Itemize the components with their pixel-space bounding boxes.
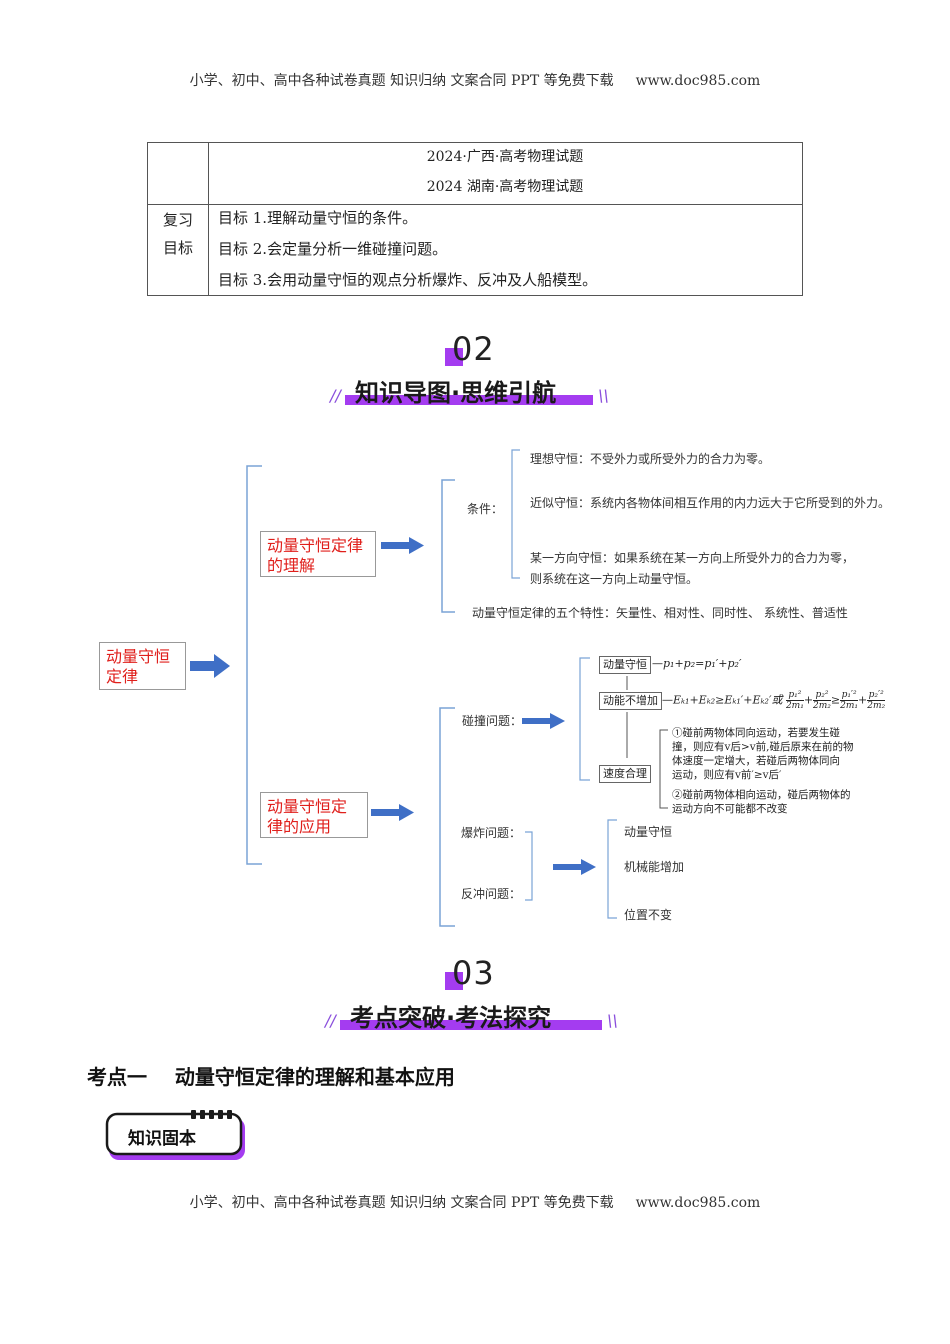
explosion-item-momentum: 动量守恒 [624,825,673,839]
footer-url: www.doc985.com [635,1195,761,1211]
conditions-label: 条件： [467,502,504,516]
section2-banner-bar [345,395,593,405]
five-properties: 动量守恒定律的五个特性：矢量性、相对性、同时性、 系统性、普适性 [472,606,848,620]
header-left-text: 小学、初中、高中各种试卷真题 知识归纳 文案合同 PPT 等免费下载 [189,73,614,89]
arrow-application-icon [371,804,414,821]
collision-label: 碰撞问题： [462,714,523,728]
explosion-label: 爆炸问题： [461,826,522,840]
review-label-1: 复习 [162,211,193,229]
section2-title: 知识导图·思维引航 [355,379,557,407]
badge-frame [105,1110,245,1160]
section3-number-accent [445,972,463,990]
understanding-node: 动量守恒定律的理解 [260,531,376,577]
arrow-collision-icon [522,713,565,729]
section3-number: 03 [452,954,495,992]
topic-heading: 考点一 动量守恒定律的理解和基本应用 [87,1065,455,1089]
collision-box-speed: 速度合理 [599,765,651,783]
condition-direction-1: 某一方向守恒：如果系统在某一方向上所受外力的合力为零， [530,551,855,565]
goal-3: 目标 3.会用动量守恒的观点分析爆炸、反冲及人船模型。 [218,271,598,289]
collision-box-energy: 动能不增加 [599,692,662,710]
slash-left-icon: // [330,386,341,405]
explosion-item-energy: 机械能增加 [624,860,685,874]
condition-approx: 近似守恒：系统内各物体间相互作用的内力远大于它所受到的外力。 [530,496,891,510]
formula-momentum: —p₁+p₂=p₁′+p₂′ [652,657,742,670]
header-url: www.doc985.com [635,73,761,89]
review-goals-table: 2024·广西·高考物理试题 2024 湖南·高考物理试题 复习 目标 目标 1… [147,142,803,296]
badge-ring-icons [191,1110,232,1119]
condition-ideal: 理想守恒：不受外力或所受外力的合力为零。 [530,452,771,466]
review-label-2: 目标 [162,239,193,257]
condition-direction-2: 则系统在这一方向上动量守恒。 [530,572,699,586]
arrow-explosion-icon [553,859,596,875]
source-2: 2024 湖南·高考物理试题 [426,179,584,195]
application-node: 动量守恒定律的应用 [260,792,368,838]
section2-number: 02 [452,330,495,368]
speed-notes: ①碰前两物体同向运动，若要发生碰 撞，则应有v后>v前,碰后原来在前的物 体速度… [672,727,854,815]
source-1: 2024·广西·高考物理试题 [426,149,584,165]
slash-right-icon: \\ [598,386,609,405]
arrow-understanding-icon [381,537,424,554]
slash-right-icon-2: \\ [607,1011,618,1030]
slash-left-icon-2: // [325,1011,336,1030]
mindmap-connectors [190,449,668,927]
page-footer: 小学、初中、高中各种试卷真题 知识归纳 文案合同 PPT 等免费下载 www.do… [0,1192,950,1212]
recoil-label: 反冲问题： [461,887,522,901]
root-node: 动量守恒定律 [99,642,186,690]
explosion-item-position: 位置不变 [624,908,673,922]
section3-title: 考点突破·考法探究 [350,1004,552,1032]
collision-box-momentum: 动量守恒 [599,656,651,674]
page-header: 小学、初中、高中各种试卷真题 知识归纳 文案合同 PPT 等免费下载 www.do… [0,70,950,90]
badge-label: 知识固本 [128,1129,196,1149]
goal-1: 目标 1.理解动量守恒的条件。 [218,209,418,227]
section2-number-accent [445,348,463,366]
arrow-root-icon [190,654,230,678]
footer-left-text: 小学、初中、高中各种试卷真题 知识归纳 文案合同 PPT 等免费下载 [189,1195,614,1211]
goal-2: 目标 2.会定量分析一维碰撞问题。 [218,240,448,258]
section3-banner-bar [340,1020,602,1030]
